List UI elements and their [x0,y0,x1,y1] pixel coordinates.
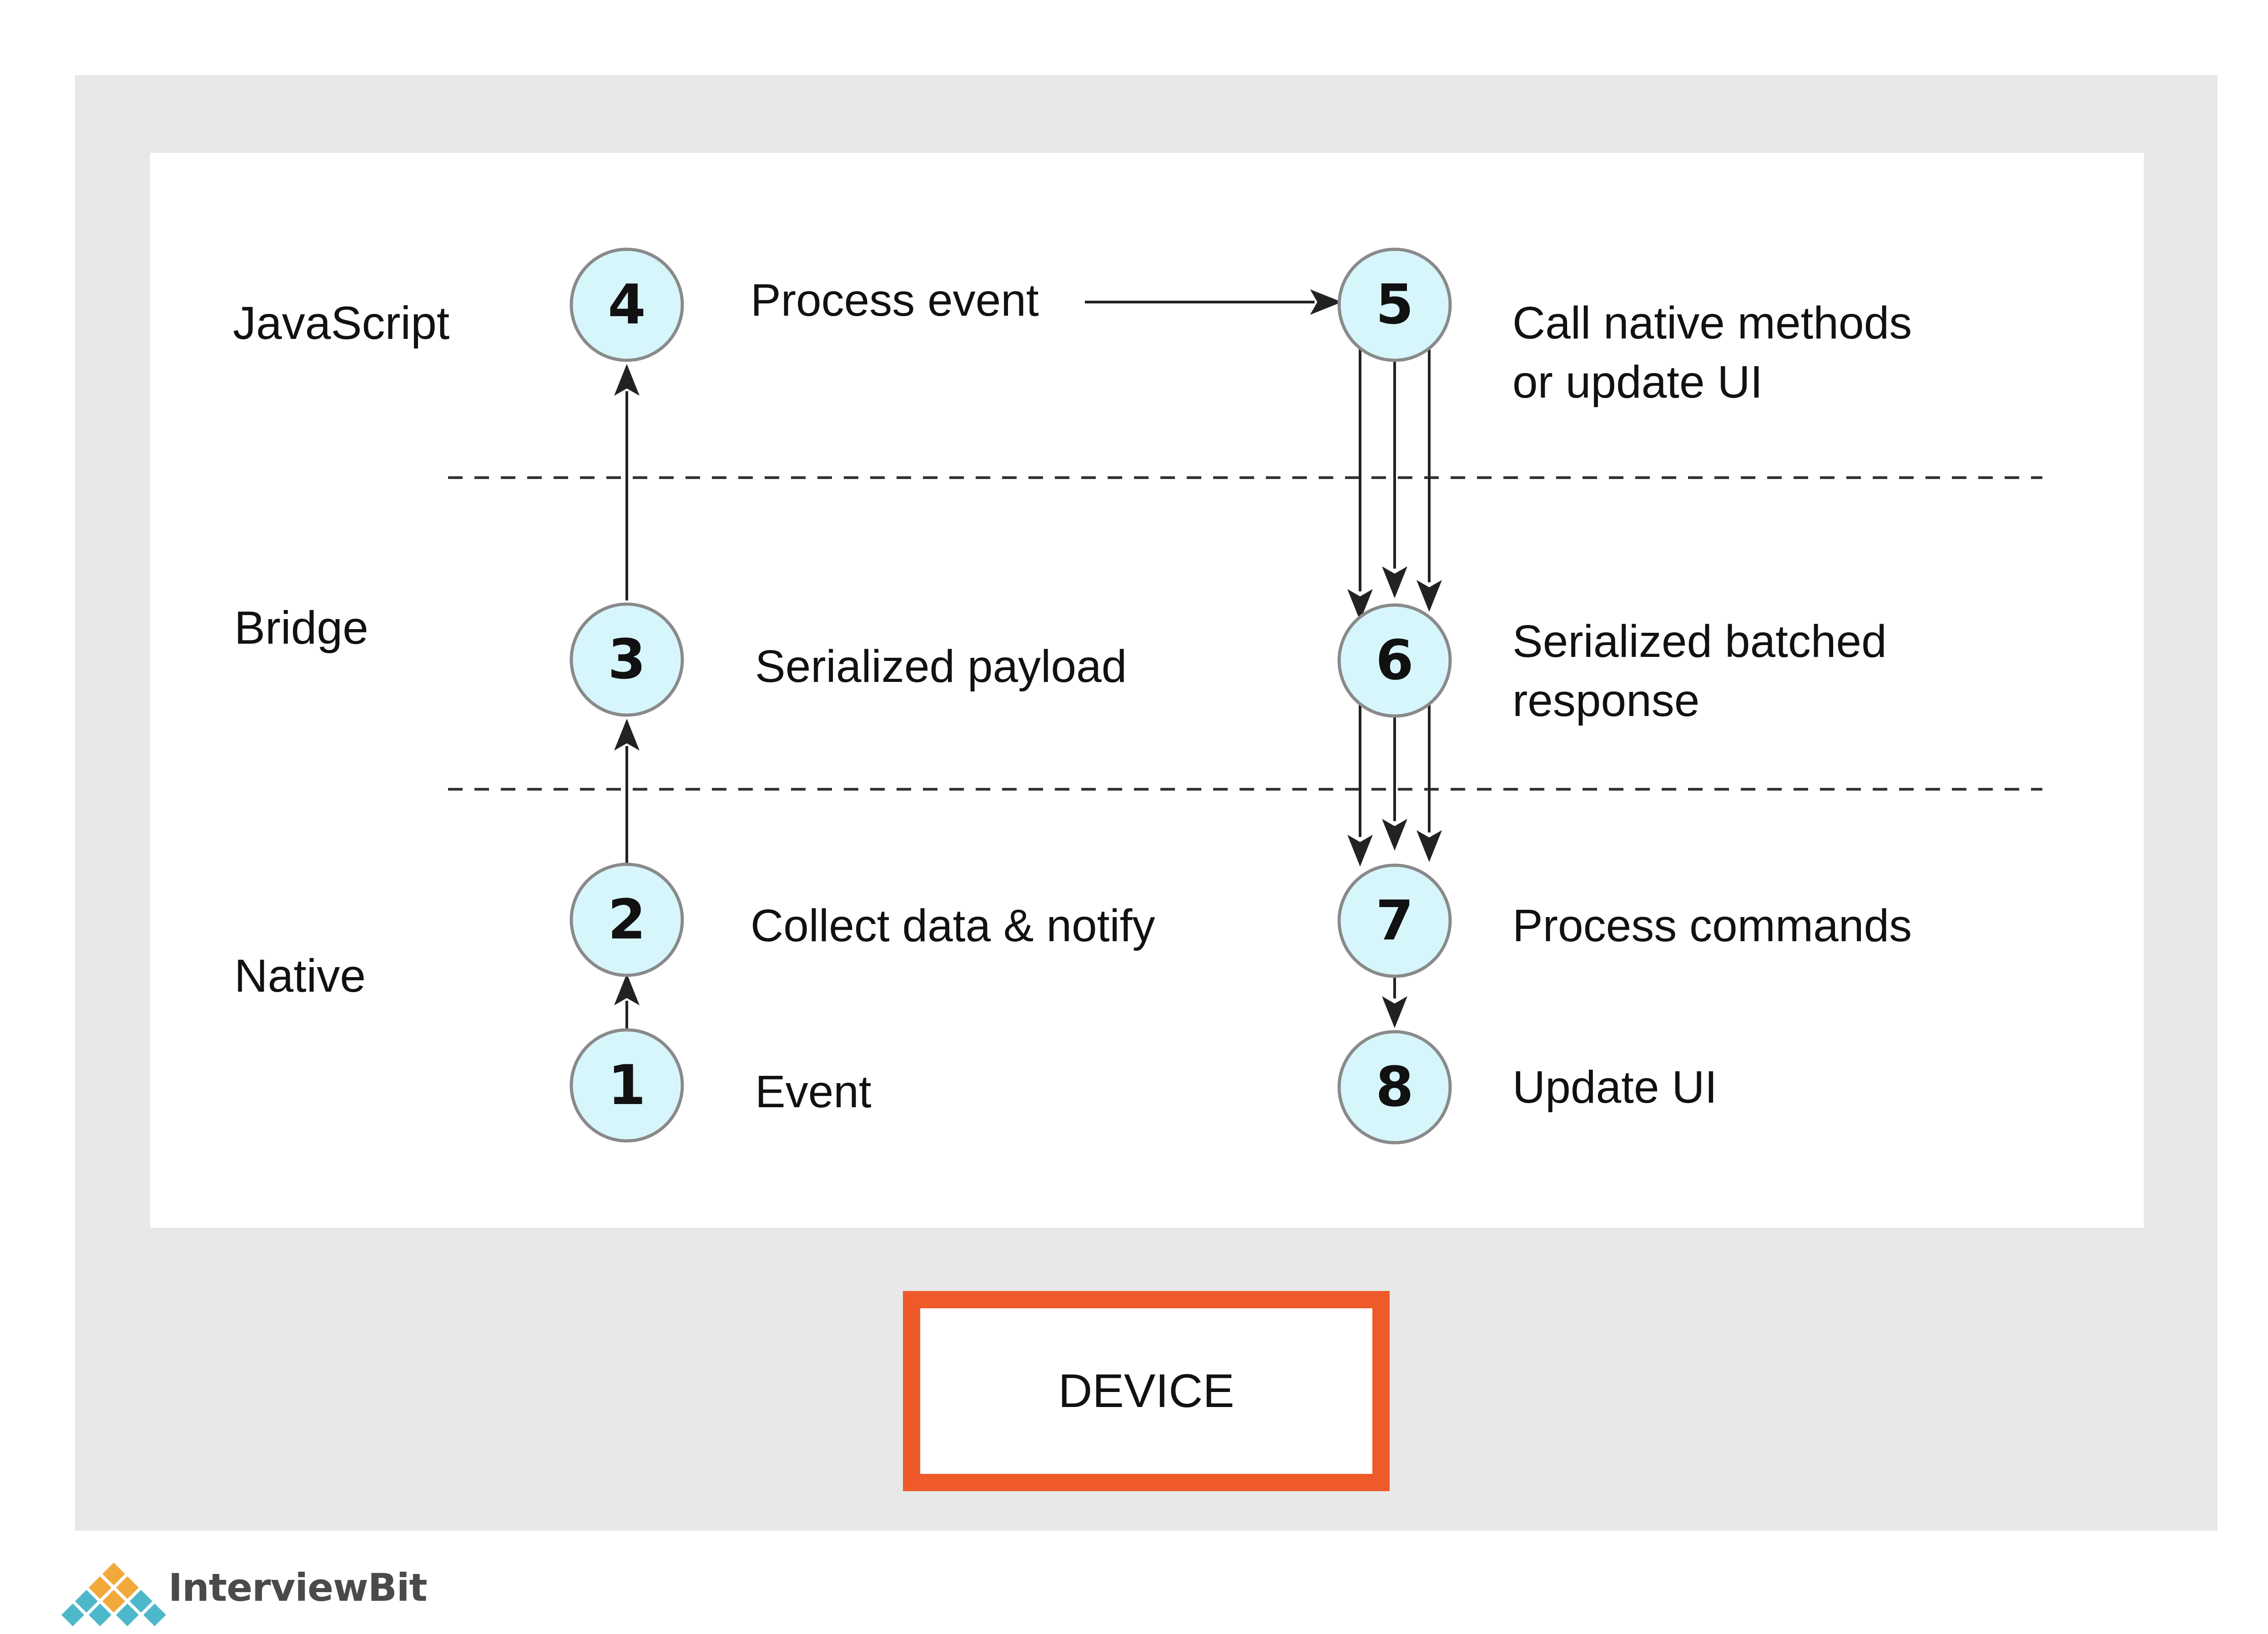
node-label-8: Update UI [1512,1062,1718,1113]
node-number-5: 5 [1376,273,1414,337]
node-label-2: Collect data & notify [751,900,1155,951]
arrow-7-to-8 [1382,976,1407,1028]
arrow-4-to-5 [1085,289,1342,315]
node-number-3: 3 [608,628,646,691]
node-label-1: Event [755,1066,872,1117]
layer-label-bridge: Bridge [234,602,368,654]
arrow-1-to-2 [614,973,640,1029]
node-circle-6 [1337,603,1452,718]
node-circle-7 [1337,863,1452,978]
node-circle-8 [1337,1030,1452,1145]
node-label-3: Serialized payload [755,641,1127,692]
node-circle-4 [570,247,684,362]
layer-label-javascript: JavaScript [233,297,450,349]
node-number-7: 7 [1376,889,1414,953]
node-label-5-line1: Call native methods [1512,298,1912,348]
interviewbit-logo-icon [61,1563,166,1626]
arrows-5-to-6 [1347,346,1442,621]
device-box: DEVICE [903,1291,1390,1491]
node-number-6: 6 [1376,629,1414,692]
node-circle-3 [570,602,684,717]
diagram-panel [150,153,2144,1228]
node-label-4: Process event [751,275,1039,326]
node-label-7: Process commands [1512,900,1912,951]
node-circle-5 [1337,247,1452,362]
node-circle-2 [570,862,684,977]
node-number-1: 1 [608,1054,646,1117]
arrow-2-to-3 [614,719,640,866]
node-circle-1 [570,1028,684,1143]
device-label: DEVICE [1058,1364,1235,1417]
arrows-6-to-7 [1347,703,1442,867]
node-label-6-line2: response [1512,675,1700,726]
brand-name: InterviewBit [168,1565,428,1610]
node-number-4: 4 [608,273,646,337]
arrow-3-to-4 [614,364,640,600]
node-label-6-line1: Serialized batched [1512,616,1887,667]
node-number-8: 8 [1376,1055,1414,1119]
node-number-2: 2 [608,888,646,952]
node-label-5-line2: or update UI [1512,357,1763,408]
layer-label-native: Native [234,950,366,1002]
